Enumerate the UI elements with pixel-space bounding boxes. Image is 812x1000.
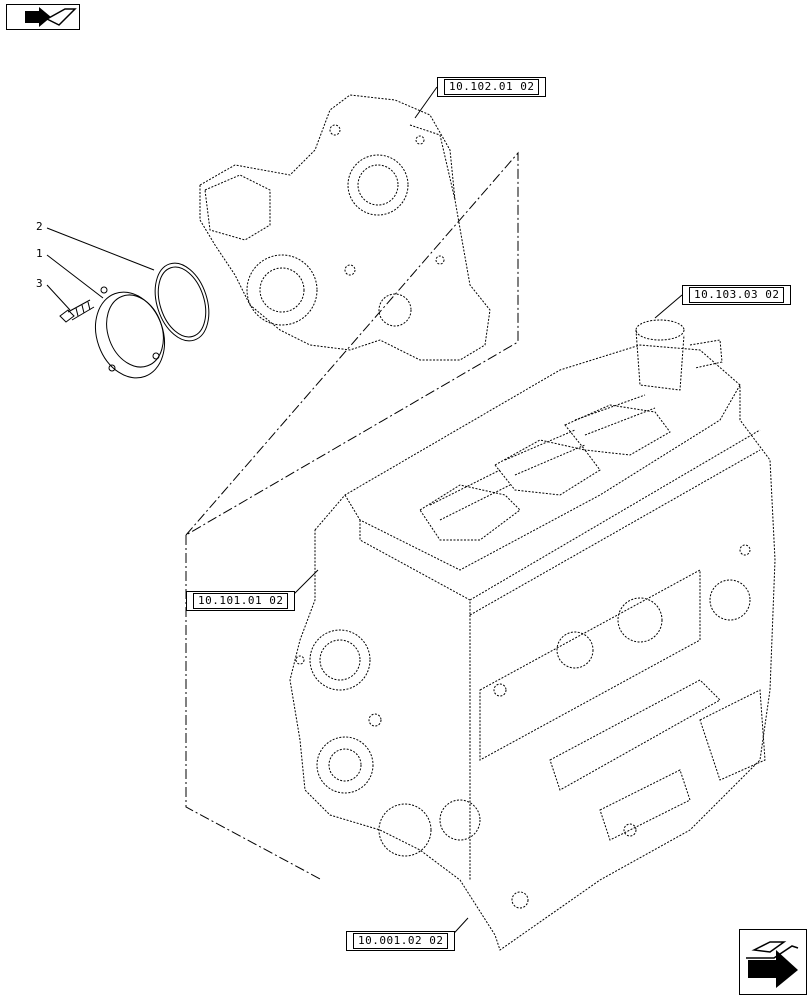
timing-cover-drawing	[199, 94, 491, 361]
ref-label: 10.103.03 02	[689, 287, 785, 303]
ref-link-engine-block[interactable]: 10.001.02 02	[346, 931, 456, 951]
next-page-button[interactable]	[739, 929, 807, 995]
cover-plate-drawing	[95, 286, 165, 379]
ref-label: 10.001.02 02	[353, 933, 449, 949]
back-arrow-icon	[25, 7, 77, 27]
o-ring-gasket-drawing	[154, 262, 210, 342]
assembly-line-cover	[185, 151, 519, 536]
leader-item-1	[46, 254, 104, 299]
ref-label: 10.102.01 02	[444, 79, 540, 95]
leader-item-2	[46, 227, 155, 271]
engine-block-drawing	[289, 319, 776, 951]
leader-ref-timing-cover	[414, 86, 438, 119]
callout-item-1: 1	[36, 247, 43, 260]
forward-arrow-icon	[746, 941, 799, 988]
previous-page-button[interactable]	[6, 4, 80, 30]
ref-link-crankcase-frame[interactable]: 10.101.01 02	[186, 591, 296, 611]
assembly-line-block	[185, 535, 323, 881]
leader-ref-cylinder-head	[654, 294, 683, 319]
callout-item-3: 3	[36, 277, 43, 290]
callout-item-2: 2	[36, 220, 43, 233]
ref-link-cylinder-head[interactable]: 10.103.03 02	[682, 285, 792, 305]
leader-item-3	[46, 284, 71, 311]
ref-label: 10.101.01 02	[193, 593, 289, 609]
ref-link-timing-cover[interactable]: 10.102.01 02	[437, 77, 547, 97]
bolt-drawing	[59, 299, 95, 323]
